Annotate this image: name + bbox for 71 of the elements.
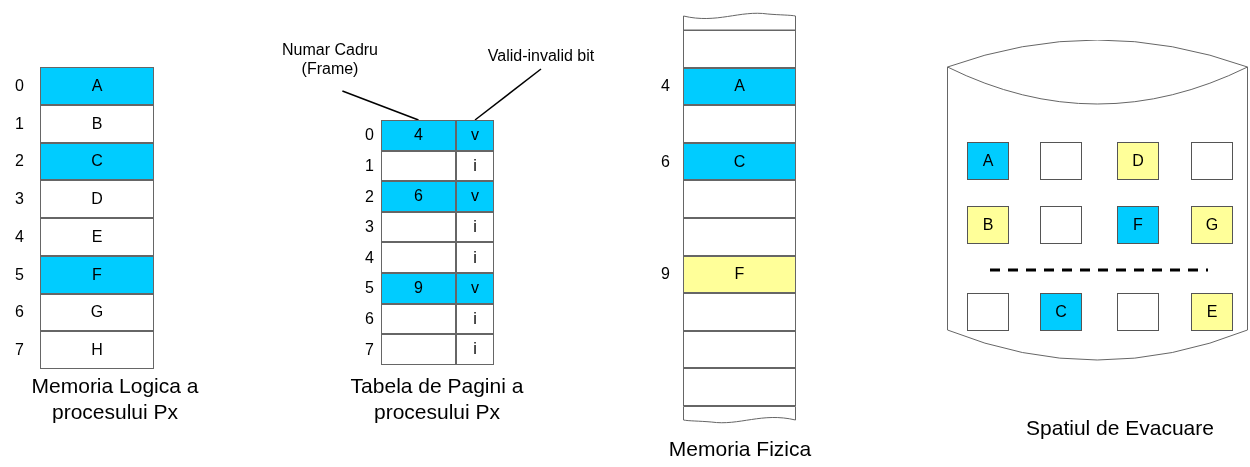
swap-page-slot xyxy=(967,293,1009,331)
page-cell: C xyxy=(40,142,154,181)
row-index: 6 xyxy=(660,152,670,171)
row-index: 6 xyxy=(364,309,374,328)
row-index: 9 xyxy=(660,265,670,284)
caption-text: Tabela de Pagini a procesului Px xyxy=(349,373,525,425)
swap-page-slot: F xyxy=(1117,206,1159,244)
frame-number-cell: 4 xyxy=(381,120,456,151)
swap-page-slot: G xyxy=(1191,206,1233,244)
frame-number-cell xyxy=(381,211,456,243)
row-index: 7 xyxy=(364,340,374,359)
memory-frame-cell xyxy=(683,105,796,143)
row-index: 0 xyxy=(14,76,24,95)
valid-bit-cell: i xyxy=(456,242,494,273)
leader-line xyxy=(474,68,542,121)
memory-frame-cell: C xyxy=(683,142,796,181)
swap-page-slot: C xyxy=(1040,293,1082,331)
memory-frame-cell: F xyxy=(683,255,796,294)
swap-page-slot: D xyxy=(1117,142,1159,180)
valid-bit-cell: i xyxy=(456,211,494,243)
caption-text: Memoria Logica a procesului Px xyxy=(30,373,200,425)
column-label: Valid-invalid bit xyxy=(462,46,620,68)
row-index: 2 xyxy=(14,152,24,171)
frame-number-cell: 6 xyxy=(381,181,456,212)
memory-frame-cell xyxy=(683,293,796,331)
row-index: 2 xyxy=(364,187,374,206)
valid-bit-cell: v xyxy=(456,120,494,151)
leader-line xyxy=(341,90,420,121)
swap-page-slot: E xyxy=(1191,293,1233,331)
caption-text: Memoria Fizica xyxy=(667,436,813,462)
row-index: 5 xyxy=(364,279,374,298)
page-cell: B xyxy=(40,104,154,143)
valid-bit-cell: i xyxy=(456,303,494,335)
row-index: 1 xyxy=(364,156,374,175)
row-index: 4 xyxy=(14,227,24,246)
valid-bit-cell: i xyxy=(456,334,494,365)
row-index: 3 xyxy=(14,190,24,209)
page-cell: G xyxy=(40,293,154,332)
caption-text: Spatiul de Evacuare xyxy=(1025,415,1215,441)
page-cell: D xyxy=(40,180,154,218)
memory-frame-cell: A xyxy=(683,67,796,106)
row-index: 4 xyxy=(660,77,670,96)
swap-page-slot: A xyxy=(967,142,1009,180)
frame-number-cell xyxy=(381,150,456,182)
valid-bit-cell: v xyxy=(456,181,494,212)
row-index: 1 xyxy=(14,114,24,133)
page-cell: H xyxy=(40,331,154,369)
page-cell: F xyxy=(40,255,154,294)
row-index: 7 xyxy=(14,341,24,360)
swap-page-slot xyxy=(1040,206,1082,244)
swap-page-slot xyxy=(1117,293,1159,331)
memory-frame-cell xyxy=(683,180,796,218)
page-cell: A xyxy=(40,67,154,105)
frame-number-cell xyxy=(381,242,456,273)
valid-bit-cell: v xyxy=(456,273,494,304)
swap-page-slot xyxy=(1191,142,1233,180)
valid-bit-cell: i xyxy=(456,150,494,182)
swap-page-slot xyxy=(1040,142,1082,180)
row-index: 5 xyxy=(14,265,24,284)
swap-page-slot: B xyxy=(967,206,1009,244)
page-cell: E xyxy=(40,218,154,256)
memory-frame-cell xyxy=(683,330,796,369)
row-index: 0 xyxy=(364,126,374,145)
frame-number-cell xyxy=(381,334,456,365)
column-label: Numar Cadru (Frame) xyxy=(268,40,392,90)
memory-frame-cell xyxy=(683,218,796,256)
row-index: 6 xyxy=(14,303,24,322)
frame-number-cell: 9 xyxy=(381,273,456,304)
row-index: 3 xyxy=(364,218,374,237)
row-index: 4 xyxy=(364,248,374,267)
frame-number-cell xyxy=(381,303,456,335)
